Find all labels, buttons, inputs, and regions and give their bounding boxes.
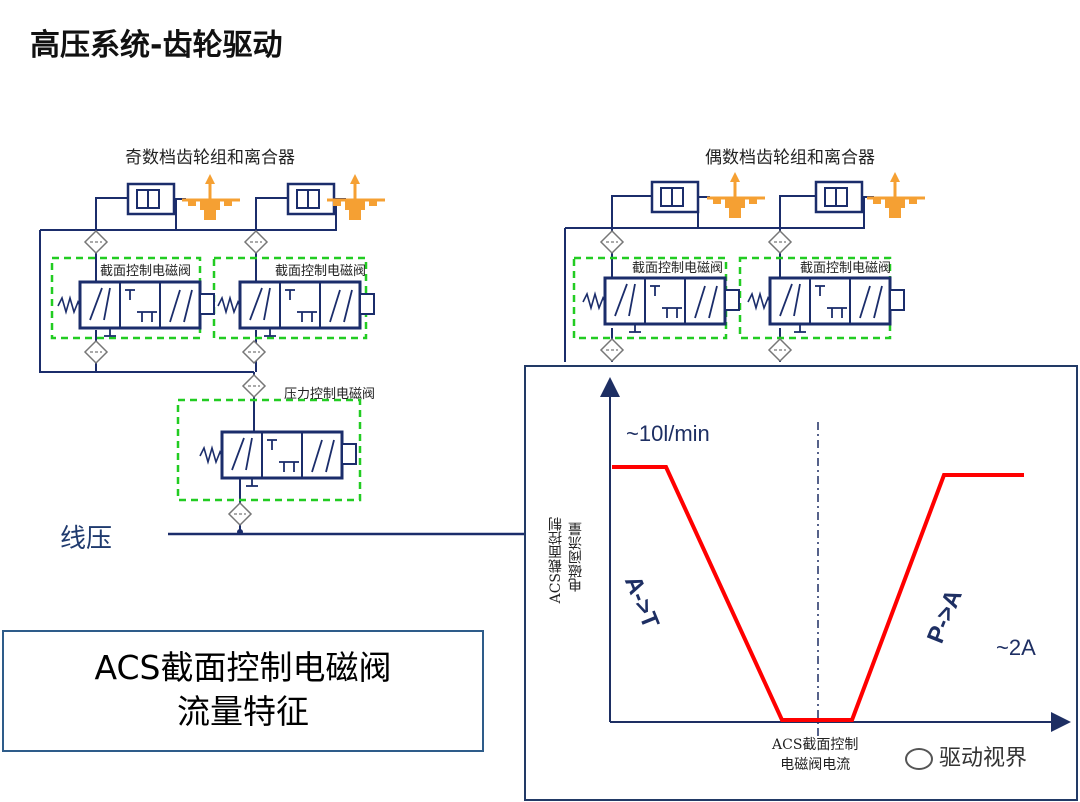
page-title: 高压系统-齿轮驱动 — [30, 28, 283, 63]
filter-icon — [242, 340, 266, 364]
clutch-actuator-icon — [126, 182, 188, 216]
valve-label: 截面控制电磁阀 — [100, 264, 192, 279]
filter-icon — [768, 230, 792, 254]
cross-section-valve-icon — [581, 276, 741, 334]
y-axis-label-line-2: 电磁阀流量 — [568, 522, 584, 592]
filter-icon — [84, 230, 108, 254]
filter-icon — [768, 338, 792, 362]
flow-characteristic-graph: ~10l/min ~2A A->T P->A ACS截面控制 电磁阀流量 ACS… — [524, 365, 1078, 801]
clutch-actuator-icon — [650, 180, 712, 214]
caption-text: ACS截面控制电磁阀 流量特征 — [4, 646, 482, 734]
valve-label: 截面控制电磁阀 — [275, 264, 367, 279]
caption-box: ACS截面控制电磁阀 流量特征 — [2, 630, 484, 752]
watermark: 驱动视界 — [905, 740, 1027, 772]
y-axis-label-line-1: ACS截面控制 — [548, 517, 564, 604]
clutch-actuator-icon — [814, 180, 876, 214]
filter-icon — [600, 230, 624, 254]
filter-icon — [242, 374, 266, 398]
flow-curve — [612, 465, 1024, 722]
pressure-valve-icon — [198, 430, 358, 488]
odd-group-title: 奇数档齿轮组和离合器 — [125, 148, 295, 168]
cross-section-valve-icon — [56, 280, 216, 338]
cross-section-valve-icon — [216, 280, 376, 338]
pressure-valve-label: 压力控制电磁阀 — [284, 387, 376, 402]
gear-icon — [705, 170, 767, 220]
wechat-icon — [905, 748, 933, 770]
valve-label: 截面控制电磁阀 — [632, 261, 724, 276]
filter-icon — [84, 340, 108, 364]
x-axis-label-line-1: ACS截面控制 — [772, 737, 859, 753]
cross-section-valve-icon — [746, 276, 906, 334]
gear-icon — [180, 172, 242, 222]
caption-line-1: ACS截面控制电磁阀 — [94, 648, 392, 687]
x-axis-label-line-2: 电磁阀电流 — [780, 757, 851, 773]
graph-svg — [600, 377, 1071, 737]
filter-icon — [228, 502, 252, 526]
x-axis-label: ACS截面控制 电磁阀电流 — [772, 735, 858, 775]
filter-icon — [600, 338, 624, 362]
watermark-text: 驱动视界 — [939, 746, 1028, 771]
line-pressure-label: 线压 — [60, 524, 113, 554]
filter-icon — [244, 230, 268, 254]
caption-line-2: 流量特征 — [177, 692, 309, 731]
valve-label: 截面控制电磁阀 — [800, 261, 892, 276]
flow-label: ~10l/min — [626, 421, 710, 446]
gear-icon — [865, 170, 927, 220]
current-label: ~2A — [996, 635, 1036, 660]
even-group-title: 偶数档齿轮组和离合器 — [705, 148, 875, 168]
